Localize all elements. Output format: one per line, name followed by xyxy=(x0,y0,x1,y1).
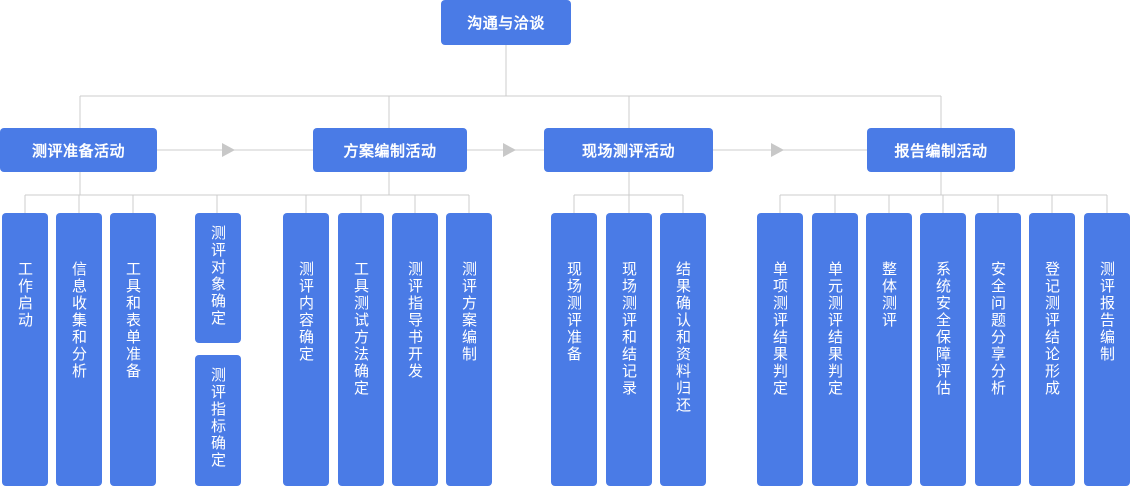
task-node: 安全问题分享分析 xyxy=(975,213,1021,486)
stage-label: 测评准备活动 xyxy=(31,141,125,160)
task-label: 测评内容确定 xyxy=(297,261,315,363)
task-node: 系统安全保障评估 xyxy=(920,213,966,486)
task-label: 系统安全保障评估 xyxy=(934,261,952,397)
task-label: 工具和表单准备 xyxy=(124,261,142,380)
task-node: 测评报告编制 xyxy=(1084,213,1130,486)
task-node: 信息收集和分析 xyxy=(56,213,102,486)
task-node: 工具和表单准备 xyxy=(110,213,156,486)
top-node-label: 沟通与洽谈 xyxy=(467,14,545,32)
task-node: 测评指导书开发 xyxy=(392,213,438,486)
task-node: 整体测评 xyxy=(866,213,912,486)
task-label: 整体测评 xyxy=(880,261,898,329)
task-node: 现场测评准备 xyxy=(551,213,597,486)
task-label: 单项测评结果判定 xyxy=(771,261,789,397)
task-label: 结果确认和资料归还 xyxy=(674,261,692,414)
stage-node-prep: 测评准备活动 xyxy=(0,128,157,172)
task-node: 测评方案编制 xyxy=(446,213,492,486)
task-label: 现场测评和结记录 xyxy=(620,261,638,397)
task-label: 测评指导书开发 xyxy=(406,261,424,380)
task-label: 测评报告编制 xyxy=(1098,261,1116,363)
task-node: 登记测评结论形成 xyxy=(1029,213,1075,486)
task-label: 安全问题分享分析 xyxy=(989,261,1007,397)
task-node: 结果确认和资料归还 xyxy=(660,213,706,486)
task-node: 工具测试方法确定 xyxy=(338,213,384,486)
task-node: 单元测评结果判定 xyxy=(812,213,858,486)
stage-node-report: 报告编制活动 xyxy=(867,128,1015,172)
arrow-right-icon xyxy=(503,143,516,157)
stage-label: 报告编制活动 xyxy=(894,141,988,160)
arrow-right-icon xyxy=(771,143,784,157)
task-node: 现场测评和结记录 xyxy=(606,213,652,486)
task-node: 测评内容确定 xyxy=(283,213,329,486)
task-label: 工具测试方法确定 xyxy=(352,261,370,397)
task-label: 工作启动 xyxy=(16,261,34,329)
task-node: 单项测评结果判定 xyxy=(757,213,803,486)
task-node: 工作启动 xyxy=(2,213,48,486)
task-label: 测评方案编制 xyxy=(460,261,478,363)
task-label: 测评指标确定 xyxy=(209,367,227,469)
task-label: 测评对象确定 xyxy=(209,225,227,327)
stage-node-plan: 方案编制活动 xyxy=(313,128,467,172)
task-label: 信息收集和分析 xyxy=(70,261,88,380)
task-node: 测评对象确定 xyxy=(195,213,241,343)
task-node: 测评指标确定 xyxy=(195,355,241,486)
arrow-right-icon xyxy=(222,143,235,157)
top-node: 沟通与洽谈 xyxy=(441,0,571,45)
stage-label: 方案编制活动 xyxy=(343,141,437,160)
task-label: 单元测评结果判定 xyxy=(826,261,844,397)
stage-label: 现场测评活动 xyxy=(581,141,675,160)
stage-node-onsite: 现场测评活动 xyxy=(544,128,713,172)
task-label: 登记测评结论形成 xyxy=(1043,261,1061,397)
task-label: 现场测评准备 xyxy=(565,261,583,363)
